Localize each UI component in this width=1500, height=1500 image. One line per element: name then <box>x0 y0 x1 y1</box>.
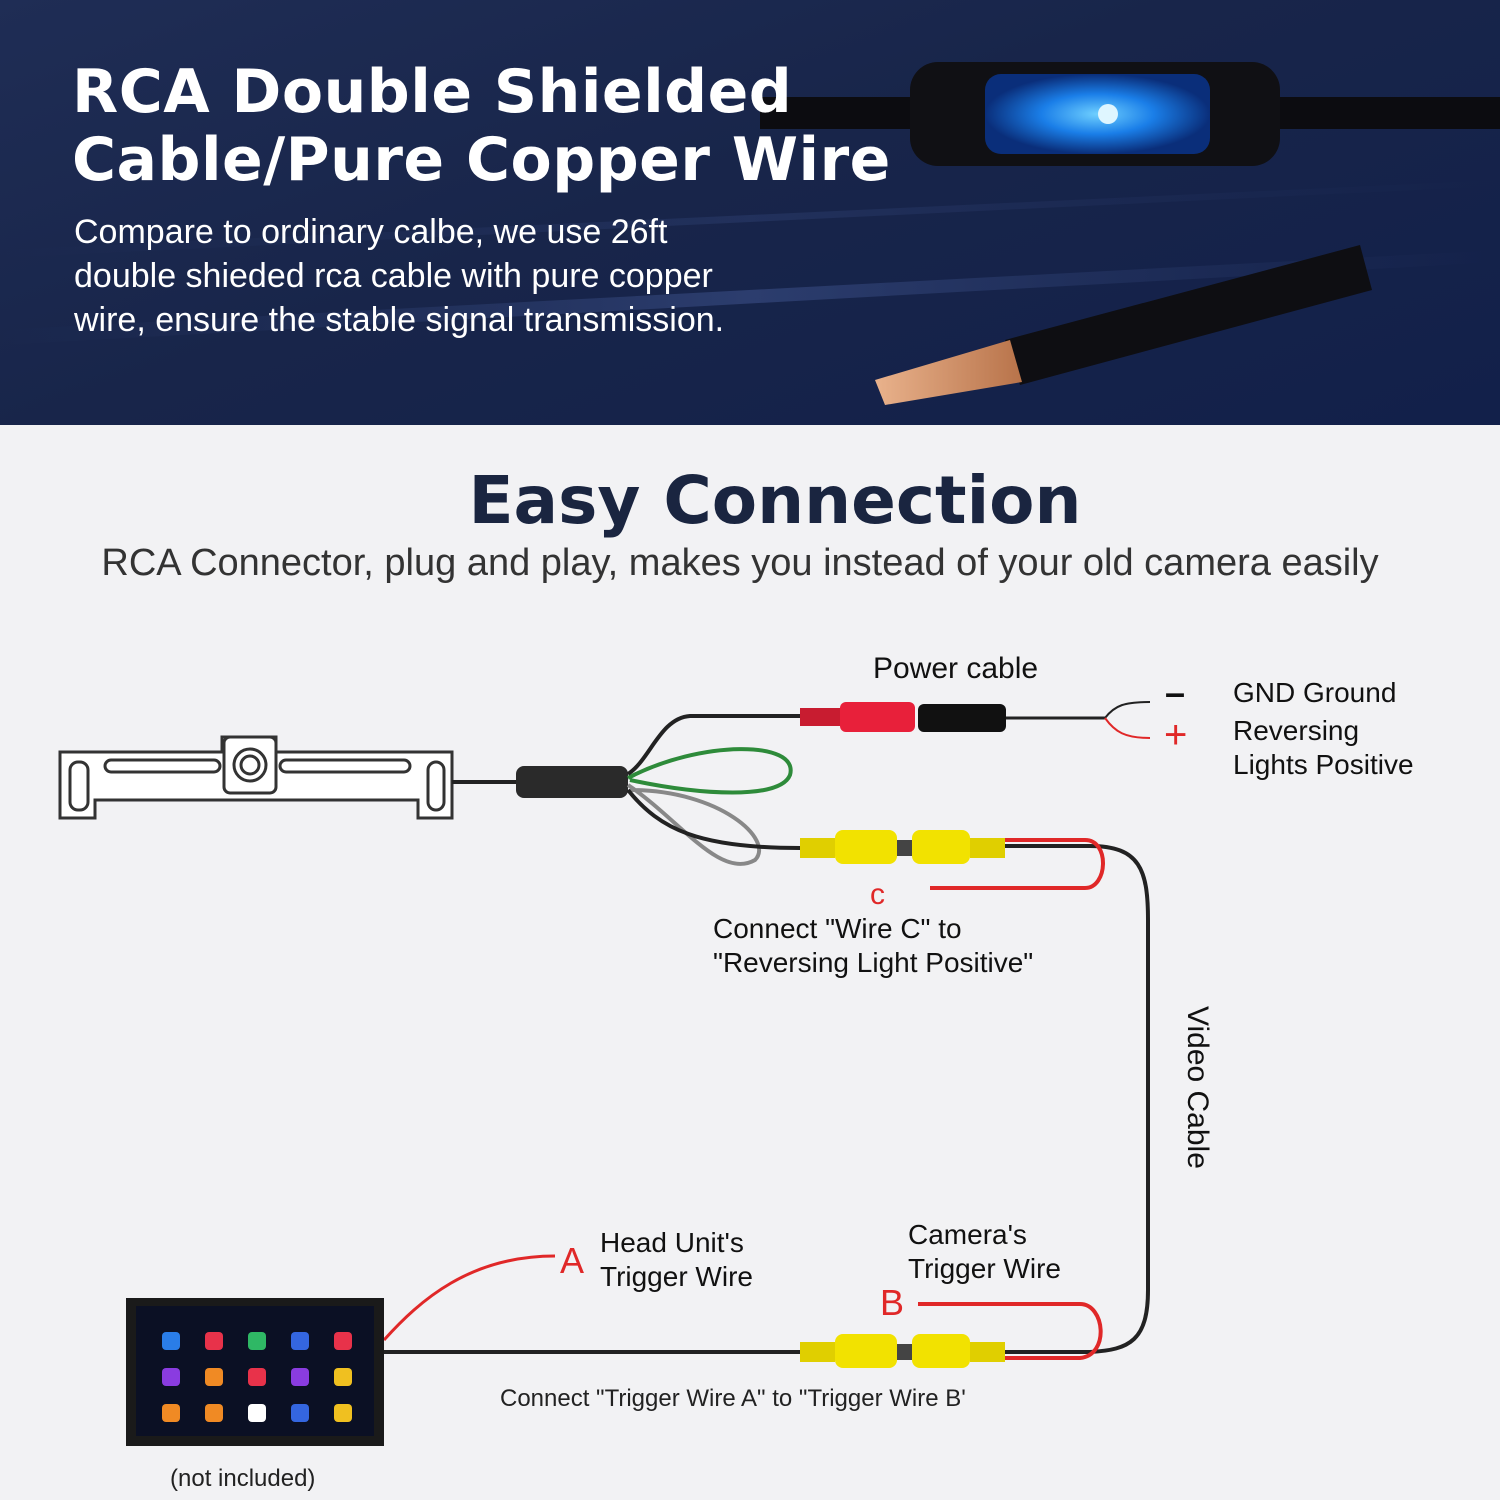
rca-pin <box>897 840 912 856</box>
head-unit-label-line2: Trigger Wire <box>600 1261 753 1292</box>
video-cable-label: Video Cable <box>1181 1006 1214 1169</box>
wire-a <box>382 1254 556 1342</box>
banner-title: RCA Double Shielded Cable/Pure Copper Wi… <box>72 58 891 194</box>
power-wire <box>626 714 800 776</box>
light-streak <box>0 180 1500 258</box>
power-plug-grip <box>800 708 840 726</box>
banner-description: Compare to ordinary calbe, we use 26ft d… <box>74 213 725 339</box>
reversing-label-line2: Lights Positive <box>1233 749 1414 780</box>
rca-female-yellow <box>912 830 970 864</box>
gnd-ground-label: GND Ground <box>1233 677 1397 708</box>
green-wire-loop <box>627 747 793 795</box>
wire-c <box>930 838 1105 890</box>
video-wire-camera <box>626 788 801 850</box>
grey-wire-loop <box>626 783 762 866</box>
minus-sign: – <box>1165 672 1186 713</box>
power-plug-red <box>840 702 915 732</box>
banner-title-line2: Cable/Pure Copper Wire <box>72 125 891 195</box>
license-plate-camera <box>58 735 454 820</box>
rca-female-yellow <box>912 1334 970 1368</box>
rca-male-yellow <box>835 830 897 864</box>
cable-core-light <box>1098 104 1118 124</box>
camera-trigger-label-line1: Camera's <box>908 1219 1027 1250</box>
cable-shield-core <box>985 74 1210 154</box>
rca-grip <box>800 1342 835 1362</box>
wire-c-note-line1: Connect "Wire C" to <box>713 913 962 944</box>
positive-wire <box>1104 717 1151 739</box>
head-unit-label-line1: Head Unit's <box>600 1227 744 1258</box>
section-heading: Easy Connection <box>468 462 1082 539</box>
light-streak <box>0 250 1500 345</box>
head-unit <box>126 1298 384 1446</box>
rca-grip <box>970 1342 1005 1362</box>
section-subheading: RCA Connector, plug and play, makes you … <box>101 542 1379 584</box>
rca-male-yellow <box>835 1334 897 1368</box>
banner: RCA Double Shielded Cable/Pure Copper Wi… <box>0 0 1500 425</box>
trigger-connect-note: Connect "Trigger Wire A" to "Trigger Wir… <box>500 1385 966 1412</box>
power-cable-label: Power cable <box>873 652 1039 685</box>
letter-a: A <box>560 1240 585 1281</box>
not-included-note: (not included) <box>170 1465 316 1492</box>
rca-pin <box>897 1344 912 1360</box>
rca-grip <box>800 838 835 858</box>
camera-trigger-label-line2: Trigger Wire <box>908 1253 1061 1284</box>
head-unit-app-icons <box>162 1332 352 1422</box>
copper-wire-strands <box>875 340 1022 405</box>
wire-c-note-line2: "Reversing Light Positive" <box>713 947 1034 978</box>
power-plug-black <box>918 704 1006 732</box>
letter-b: B <box>880 1282 905 1323</box>
video-cable <box>1005 844 1150 1354</box>
banner-illustration <box>0 62 1500 405</box>
gnd-wire <box>1104 701 1151 719</box>
wire-b <box>918 1302 1103 1360</box>
cable-junction <box>516 766 628 798</box>
copper-cable-insulation <box>1005 245 1372 385</box>
reversing-label-line1: Reversing <box>1233 715 1360 746</box>
plus-sign: + <box>1164 713 1188 757</box>
banner-title-line1: RCA Double Shielded <box>72 57 793 127</box>
rca-grip <box>970 838 1005 858</box>
letter-c: c <box>870 878 885 911</box>
